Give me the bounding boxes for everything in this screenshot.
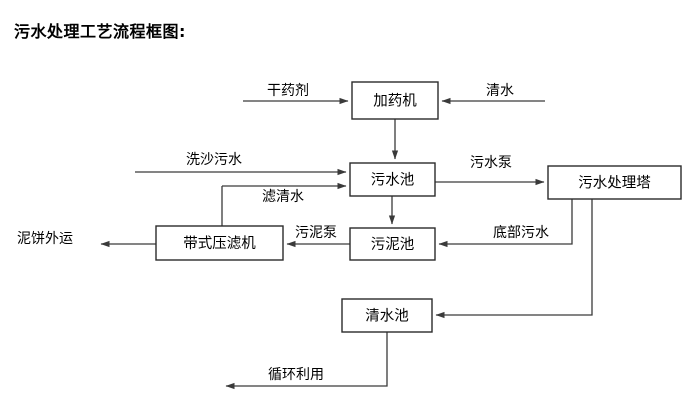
edge-label-sand-wash-in: 洗沙污水: [186, 152, 242, 168]
node-box-sludge-pool: [349, 227, 436, 261]
edge-label-wastewater-pump: 污水泵: [470, 155, 512, 171]
edge-label-filtrate-return: 滤清水: [262, 189, 304, 205]
edge-label-mud-cake-out: 泥饼外运: [17, 231, 73, 247]
node-label-clear-water-pool: 清水池: [365, 308, 409, 325]
edge-bottom-wastewater: [438, 199, 573, 248]
node-box-belt-filter-press: [155, 225, 284, 261]
node-box-wastewater-pool: [349, 162, 436, 197]
node-box-treatment-tower: [547, 165, 682, 200]
node-belt-filter-press[interactable]: 带式压滤机: [155, 225, 284, 261]
node-clear-water-pool[interactable]: 清水池: [341, 298, 433, 333]
edge-recycle-out: [225, 332, 388, 390]
node-label-treatment-tower: 污水处理塔: [578, 175, 651, 192]
page-title: 污水处理工艺流程框图:: [14, 22, 186, 41]
node-dosing-machine[interactable]: 加药机: [351, 81, 439, 120]
edge-label-sludge-pump: 污泥泵: [295, 225, 337, 241]
node-label-dosing-machine: 加药机: [373, 93, 417, 110]
node-label-wastewater-pool: 污水池: [371, 172, 415, 189]
edge-label-clean-water-in: 清水: [486, 83, 514, 99]
node-label-sludge-pool: 污泥池: [371, 236, 415, 253]
node-box-dosing-machine: [351, 81, 439, 120]
node-sludge-pool[interactable]: 污泥池: [349, 227, 436, 261]
node-treatment-tower[interactable]: 污水处理塔: [547, 165, 682, 200]
node-wastewater-pool[interactable]: 污水池: [349, 162, 436, 197]
edge-label-bottom-wastewater: 底部污水: [493, 225, 549, 241]
node-label-belt-filter-press: 带式压滤机: [183, 235, 256, 252]
edge-label-dry-chemical-in: 干药剂: [267, 83, 309, 99]
edge-tower-to-clear-water: [435, 199, 593, 319]
node-box-clear-water-pool: [341, 298, 433, 333]
edge-label-recycle-out: 循环利用: [268, 367, 324, 383]
